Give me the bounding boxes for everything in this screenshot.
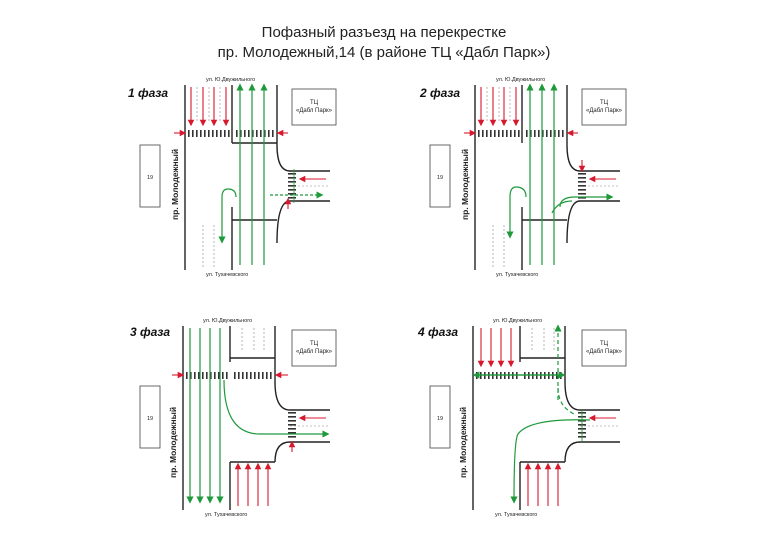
svg-text:«Дабл Парк»: «Дабл Парк» bbox=[586, 349, 623, 355]
avenue-label: пр. Молодежный bbox=[168, 407, 178, 478]
go-arrows bbox=[472, 324, 591, 504]
phase-4-diagram: 4 фаза ул. Ю.Двужильного ул. Тухачевског… bbox=[417, 318, 627, 518]
svg-text:19: 19 bbox=[437, 416, 443, 422]
crosswalk-north bbox=[186, 372, 272, 379]
lane-dividers bbox=[486, 87, 620, 267]
tc-building: ТЦ «Дабл Парк» bbox=[581, 329, 627, 367]
building-19: 19 bbox=[139, 144, 161, 208]
phase-label: 3 фаза bbox=[130, 325, 170, 339]
svg-text:«Дабл Парк»: «Дабл Парк» bbox=[586, 108, 623, 114]
phase-1-diagram: 1 фаза ул. Ю.Двужильного ул. Тухачевског… bbox=[128, 77, 337, 278]
svg-text:19: 19 bbox=[437, 175, 443, 181]
svg-text:ТЦ: ТЦ bbox=[310, 341, 319, 347]
crosswalk-north-stripes bbox=[188, 130, 274, 137]
street-south-label: ул. Тухачевского bbox=[495, 512, 537, 518]
phase-3-diagram: 3 фаза ул. Ю.Двужильного ул. Тухачевског… bbox=[130, 318, 337, 518]
phase-label: 1 фаза bbox=[128, 86, 168, 100]
street-north-label: ул. Ю.Двужильного bbox=[203, 318, 252, 324]
stop-arrows bbox=[464, 87, 616, 183]
svg-text:19: 19 bbox=[147, 175, 153, 181]
svg-text:«Дабл Парк»: «Дабл Парк» bbox=[296, 108, 333, 114]
phase-2-diagram: 2 фаза ул. Ю.Двужильного ул. Тухачевског… bbox=[419, 77, 627, 278]
go-arrows bbox=[186, 328, 330, 504]
building-19: 19 bbox=[429, 385, 451, 449]
building-19: 19 bbox=[139, 385, 161, 449]
svg-text:«Дабл Парк»: «Дабл Парк» bbox=[296, 349, 333, 355]
go-arrows bbox=[218, 83, 324, 265]
crosswalk-north bbox=[478, 130, 564, 137]
svg-text:ТЦ: ТЦ bbox=[310, 100, 319, 106]
street-south-label: ул. Тухачевского bbox=[205, 512, 247, 518]
stop-arrows bbox=[174, 87, 326, 209]
page-title-line1: Пофазный разъезд на перекрестке bbox=[261, 24, 507, 41]
crosswalk-east bbox=[578, 173, 586, 199]
lane-dividers bbox=[531, 328, 620, 427]
lane-dividers bbox=[241, 328, 330, 427]
lane-dividers bbox=[196, 87, 330, 267]
go-arrows bbox=[506, 83, 614, 265]
avenue-label: пр. Молодежный bbox=[170, 149, 180, 220]
stop-arrows bbox=[172, 371, 326, 506]
street-north-label: ул. Ю.Двужильного bbox=[496, 77, 545, 83]
crosswalk-north bbox=[186, 129, 276, 138]
tc-building: ТЦ «Дабл Парк» bbox=[291, 88, 337, 126]
phase-label: 2 фаза bbox=[419, 86, 460, 100]
avenue-label: пр. Молодежный bbox=[460, 149, 470, 220]
phase-label: 4 фаза bbox=[417, 325, 458, 339]
page-title-line2: пр. Молодежный,14 (в районе ТЦ «Дабл Пар… bbox=[217, 44, 551, 61]
crosswalk-east bbox=[288, 173, 296, 199]
street-north-label: ул. Ю.Двужильного bbox=[493, 318, 542, 324]
svg-text:19: 19 bbox=[147, 416, 153, 422]
building-19: 19 bbox=[429, 144, 451, 208]
svg-text:ТЦ: ТЦ bbox=[600, 100, 609, 106]
avenue-label: пр. Молодежный bbox=[458, 407, 468, 478]
stop-arrows bbox=[477, 328, 616, 506]
street-north-label: ул. Ю.Двужильного bbox=[206, 77, 255, 83]
street-south-label: ул. Тухачевского bbox=[496, 272, 538, 278]
svg-text:ТЦ: ТЦ bbox=[600, 341, 609, 347]
tc-building: ТЦ «Дабл Парк» bbox=[291, 329, 337, 367]
street-south-label: ул. Тухачевского bbox=[206, 272, 248, 278]
crosswalk-east bbox=[288, 412, 296, 438]
tc-building: ТЦ «Дабл Парк» bbox=[581, 88, 627, 126]
